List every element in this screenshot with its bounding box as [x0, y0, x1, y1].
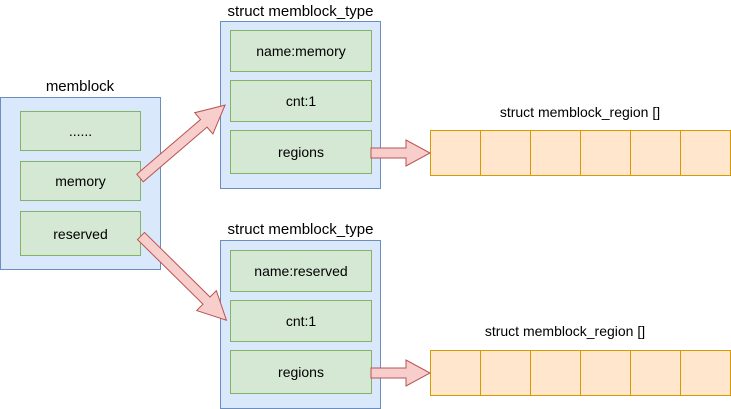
memory-regions-title: struct memblock_region []	[499, 104, 661, 120]
reserved-type-title: struct memblock_type	[227, 221, 374, 238]
arrow-memory-regions-to-array	[370, 139, 432, 167]
reserved-type-container: name:reserved cnt:1 regions	[220, 240, 381, 409]
memblock-field-ellipsis: ......	[20, 111, 141, 151]
memblock-title: memblock	[45, 78, 115, 95]
memory-region-cell	[680, 130, 731, 176]
memory-type-container: name:memory cnt:1 regions	[220, 21, 381, 189]
reserved-type-field-regions: regions	[230, 350, 372, 394]
reserved-region-cell	[580, 350, 631, 396]
arrow-reserved-regions-to-array	[370, 359, 432, 387]
memblock-field-reserved: reserved	[20, 211, 141, 256]
memory-type-field-name: name:memory	[230, 30, 372, 72]
reserved-type-field-name: name:reserved	[230, 250, 372, 292]
reserved-regions-title: struct memblock_region []	[484, 323, 646, 339]
reserved-region-cell	[680, 350, 731, 396]
reserved-region-cell	[430, 350, 481, 396]
reserved-type-field-cnt: cnt:1	[230, 300, 372, 342]
memory-region-cell	[530, 130, 581, 176]
reserved-region-cell	[630, 350, 681, 396]
memory-region-cell	[480, 130, 531, 176]
memory-region-cell	[630, 130, 681, 176]
memory-type-field-regions: regions	[230, 130, 372, 174]
memory-region-cell	[580, 130, 631, 176]
memblock-container: ...... memory reserved	[0, 97, 161, 270]
memory-type-title: struct memblock_type	[227, 3, 374, 20]
memblock-field-memory: memory	[20, 161, 141, 201]
memory-type-field-cnt: cnt:1	[230, 80, 372, 122]
arrow-memory-to-type	[136, 104, 226, 183]
reserved-region-cell	[480, 350, 531, 396]
arrow-reserved-to-type	[136, 231, 228, 322]
